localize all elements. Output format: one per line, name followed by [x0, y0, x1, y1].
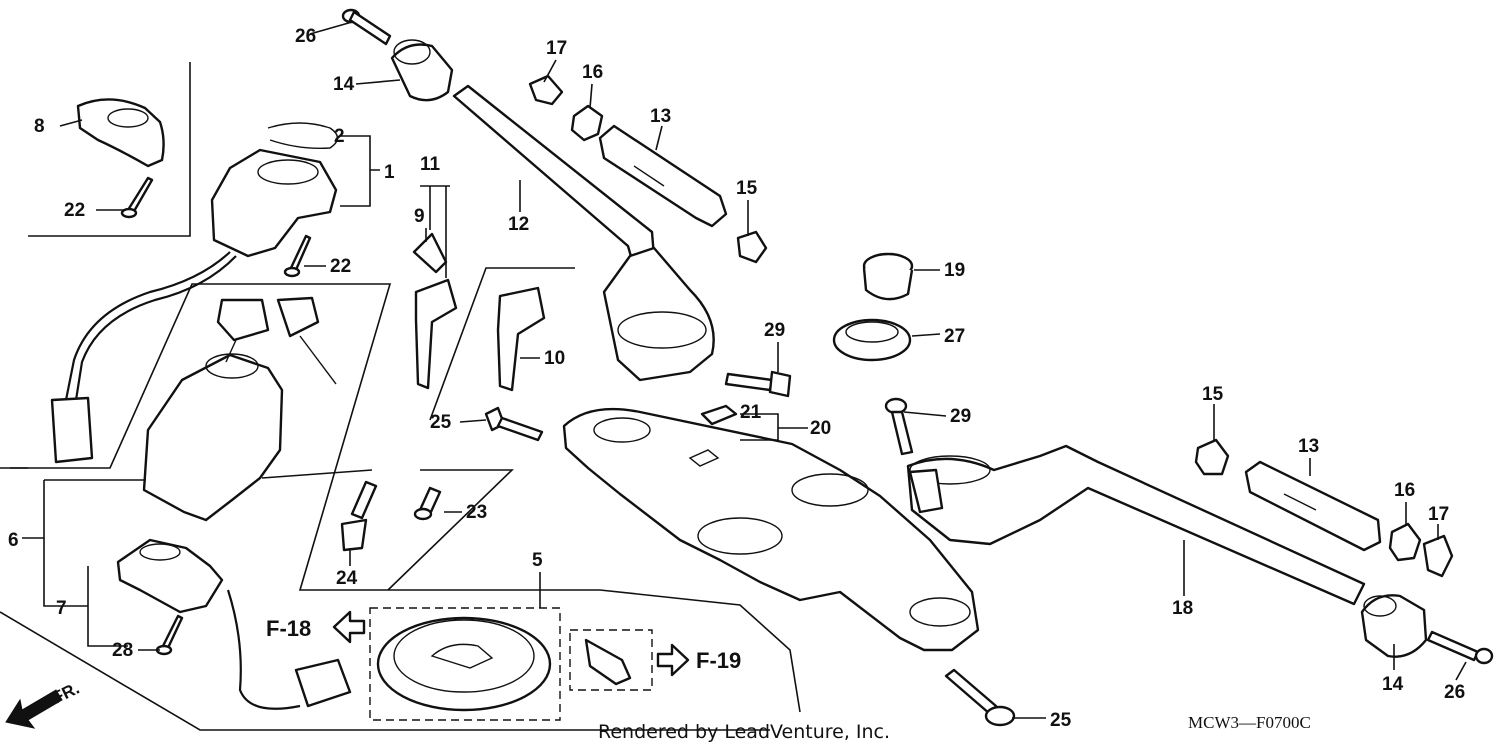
- callout-18: 18: [1172, 598, 1193, 619]
- part-5-cap[interactable]: [376, 616, 552, 712]
- box-line-keys: [429, 267, 575, 421]
- part-26-bolt-b[interactable]: [1426, 630, 1494, 665]
- callout-14b: 14: [1382, 674, 1404, 695]
- part-14-bar-end-a[interactable]: [390, 39, 454, 102]
- callout-17a: 17: [546, 38, 567, 59]
- box-5-cap: [369, 607, 561, 721]
- part-13-weight-b[interactable]: [1244, 460, 1382, 552]
- part-8-ring[interactable]: [76, 98, 165, 168]
- callout-13b: 13: [1298, 436, 1319, 457]
- callout-26a: 26: [295, 26, 316, 47]
- callout-26b: 26: [1444, 682, 1465, 703]
- part-17-clip-a[interactable]: [528, 74, 564, 106]
- callout-23: 23: [466, 502, 487, 523]
- callout-7: 7: [56, 598, 67, 619]
- callout-5: 5: [532, 550, 543, 571]
- callout-27: 27: [944, 326, 965, 347]
- callout-1: 1: [384, 162, 395, 183]
- part-13-weight-a[interactable]: [598, 124, 728, 228]
- arrow-f19[interactable]: [656, 643, 690, 677]
- callout-25b: 25: [1050, 710, 1072, 731]
- bracket-6: [22, 479, 146, 607]
- callout-9: 9: [414, 206, 425, 227]
- callout-25a: 25: [430, 412, 452, 433]
- callout-16a: 16: [582, 62, 603, 83]
- callout-28: 28: [112, 640, 133, 661]
- part-23-screw[interactable]: [413, 486, 442, 521]
- part-22-screw-b[interactable]: [283, 234, 312, 278]
- part-15-nut-a[interactable]: [736, 230, 768, 264]
- part-28-screw[interactable]: [155, 614, 184, 656]
- part-21-label[interactable]: [700, 404, 738, 426]
- callout-29b: 29: [950, 406, 971, 427]
- ref-f18[interactable]: F-18: [266, 616, 311, 641]
- diagram-code: MCW3—F0700C: [1188, 713, 1311, 732]
- callout-22b: 22: [330, 256, 351, 277]
- ref-f19[interactable]: F-19: [696, 648, 741, 673]
- callout-13a: 13: [650, 106, 671, 127]
- callout-15b: 15: [1202, 384, 1224, 405]
- callout-2: 2: [334, 126, 345, 147]
- callout-8: 8: [34, 116, 45, 137]
- part-18-handlebar[interactable]: [906, 444, 1366, 606]
- front-arrow: [5, 689, 63, 729]
- part-16-rubber-b[interactable]: [1388, 522, 1422, 562]
- part-29-bolt-b[interactable]: [884, 397, 914, 456]
- part-26-bolt-a[interactable]: [341, 8, 392, 46]
- box-line-8: [28, 62, 191, 237]
- callout-21: 21: [740, 402, 762, 423]
- callout-29a: 29: [764, 320, 785, 341]
- callout-22a: 22: [64, 200, 85, 221]
- part-25-bolt-b[interactable]: [944, 668, 1016, 727]
- part-10-key[interactable]: [496, 286, 546, 392]
- callout-16b: 16: [1394, 480, 1415, 501]
- part-6-key-cylinder[interactable]: [142, 296, 337, 522]
- callout-6: 6: [8, 530, 19, 551]
- callout-10: 10: [544, 348, 565, 369]
- box-line-lower: [0, 611, 770, 731]
- part-5-lock[interactable]: [584, 638, 632, 686]
- box-5-lock: [569, 629, 653, 691]
- part-2-snap-ring[interactable]: [267, 122, 339, 150]
- box-line-23: [261, 469, 514, 591]
- arrow-f18[interactable]: [332, 610, 366, 644]
- part-25-bolt-a[interactable]: [484, 406, 544, 442]
- callout-20: 20: [810, 418, 831, 439]
- credit-text: Rendered by LeadVenture, Inc.: [598, 721, 890, 743]
- part-1-ignition-switch[interactable]: [50, 148, 338, 464]
- callout-24: 24: [336, 568, 358, 589]
- part-15-nut-b[interactable]: [1194, 438, 1230, 476]
- bracket-1: [340, 135, 380, 207]
- part-12-handlebar[interactable]: [452, 84, 715, 382]
- part-11-key[interactable]: [414, 278, 458, 390]
- callout-19: 19: [944, 260, 965, 281]
- bracket-11: [420, 185, 450, 278]
- callout-17b: 17: [1428, 504, 1449, 525]
- part-9-key-blank[interactable]: [412, 232, 448, 274]
- callout-15a: 15: [736, 178, 758, 199]
- callout-12: 12: [508, 214, 529, 235]
- callout-14a: 14: [333, 74, 355, 95]
- part-17-clip-b[interactable]: [1422, 534, 1454, 578]
- bracket-7: [87, 566, 128, 647]
- leader-lines: [59, 21, 1467, 719]
- part-29-bolt-a[interactable]: [724, 370, 792, 398]
- part-27-seal[interactable]: [832, 318, 912, 362]
- part-20-top-bridge[interactable]: [562, 407, 980, 652]
- bracket-20: [740, 413, 808, 441]
- part-16-rubber-a[interactable]: [570, 104, 604, 142]
- part-24-bolt[interactable]: [340, 480, 378, 552]
- callout-11: 11: [420, 154, 441, 175]
- part-19-grommet[interactable]: [862, 252, 914, 301]
- box-line-6: [10, 283, 801, 713]
- part-7-immobilizer[interactable]: [116, 538, 352, 710]
- part-22-screw-a[interactable]: [120, 176, 154, 219]
